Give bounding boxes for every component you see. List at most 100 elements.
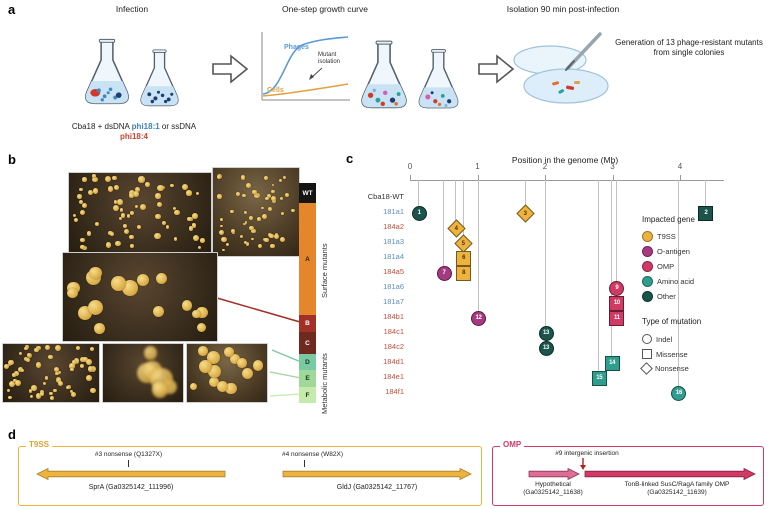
legend-item-omp: OMP bbox=[642, 261, 674, 272]
colony-dot bbox=[278, 178, 282, 182]
colony-dot bbox=[130, 244, 134, 248]
legend-item-t9ss: T9SS bbox=[642, 231, 676, 242]
mutant-isolation-annotation: Mutant isolation bbox=[318, 52, 341, 65]
colony-dot bbox=[188, 226, 194, 231]
colony-dot bbox=[73, 217, 78, 222]
colony-dot bbox=[79, 187, 83, 192]
colony-dot bbox=[49, 391, 53, 396]
colony-dot bbox=[132, 190, 139, 197]
mutation-marker-15: 15 bbox=[591, 370, 607, 386]
panel-d-letter: d bbox=[8, 427, 16, 442]
missense-shape-icon bbox=[642, 349, 652, 359]
colony-dot bbox=[92, 188, 98, 194]
mutation-marker-9: 9 bbox=[609, 280, 625, 296]
colony-dot bbox=[224, 347, 234, 357]
colony-dot bbox=[92, 174, 96, 178]
flask-icon bbox=[356, 36, 412, 118]
phage2-name: phi18:4 bbox=[119, 132, 148, 142]
colony-dot bbox=[258, 244, 263, 249]
colony-dot bbox=[240, 234, 244, 238]
legend-item-indel: Indel bbox=[642, 334, 672, 344]
workflow-arrow-icon bbox=[210, 52, 250, 91]
tonb-gene-id: (Ga0325142_11639) bbox=[647, 489, 707, 497]
mutation-marker-11: 11 bbox=[609, 310, 625, 326]
axis-tick-label: 0 bbox=[407, 162, 413, 171]
colony-dot bbox=[120, 213, 126, 218]
colony-dot bbox=[198, 360, 212, 373]
colony-dot bbox=[126, 214, 131, 218]
colony-dot bbox=[136, 225, 142, 230]
mutation4-tick bbox=[304, 460, 305, 467]
colony-dot bbox=[219, 218, 223, 221]
colony-dot bbox=[105, 242, 112, 248]
colony-dot bbox=[134, 204, 139, 208]
lollipop-stem bbox=[545, 180, 546, 347]
mutant-row-label: 184e1 bbox=[383, 372, 404, 381]
colony-dot bbox=[172, 207, 176, 211]
colony-dot bbox=[249, 216, 253, 221]
colony-dot bbox=[191, 223, 197, 228]
colony-dot bbox=[143, 346, 157, 360]
flask-icon bbox=[136, 46, 183, 114]
mutation3-annotation: #3 nonsense (Q1327X) bbox=[94, 451, 163, 458]
petri-dish-icon bbox=[508, 32, 616, 121]
colony-dot bbox=[225, 382, 237, 395]
colony-dot bbox=[111, 276, 126, 291]
colony-dot bbox=[251, 229, 256, 234]
colony-dot bbox=[279, 196, 284, 201]
colony-dot bbox=[35, 393, 42, 399]
colony-dot bbox=[285, 193, 290, 198]
flask-caption-text-1: Cba18 + dsDNA bbox=[71, 122, 132, 131]
colony-dot bbox=[69, 390, 74, 394]
mutation-marker-16: 16 bbox=[671, 385, 687, 401]
colony-dot bbox=[265, 196, 269, 200]
colony-dot bbox=[254, 192, 260, 198]
colony-dot bbox=[200, 238, 205, 243]
colony-dot bbox=[76, 346, 81, 351]
colony-dot bbox=[85, 358, 92, 365]
mutant-row-label: 184a2 bbox=[383, 222, 404, 231]
mutant-row-label: 184a5 bbox=[383, 267, 404, 276]
colony-dot bbox=[219, 229, 225, 236]
colony-dot bbox=[128, 234, 134, 240]
colony-dot bbox=[21, 368, 25, 373]
mutation-marker-13: 13 bbox=[538, 325, 554, 341]
gldj-gene-arrow bbox=[282, 467, 472, 485]
colony-dot bbox=[245, 242, 250, 246]
colony-dot bbox=[151, 381, 169, 398]
colony-dot bbox=[174, 209, 180, 216]
colony-dot bbox=[192, 310, 201, 319]
panel-d-gene-maps: T9SS #3 nonsense (Q1327X) SprA (Ga032514… bbox=[0, 428, 768, 509]
colony-dot bbox=[138, 176, 145, 183]
mutation-marker-10: 10 bbox=[609, 295, 625, 311]
lollipop-stem bbox=[704, 180, 706, 212]
colony-dot bbox=[7, 395, 12, 400]
colony-dot bbox=[193, 234, 200, 242]
colorbar-segment-E: E bbox=[299, 370, 316, 387]
hypothetical-gene-name: Hypothetical bbox=[535, 481, 571, 488]
other-color-swatch bbox=[642, 291, 653, 302]
colony-dot bbox=[266, 193, 272, 198]
colony-dot bbox=[198, 346, 208, 356]
lollipop-stem bbox=[615, 180, 617, 317]
colony-dot bbox=[90, 347, 95, 352]
colony-dot bbox=[39, 391, 44, 397]
colony-dot bbox=[105, 175, 112, 182]
mutant-row-label: 181a6 bbox=[383, 282, 404, 291]
colony-dot bbox=[34, 347, 39, 353]
colony-dot bbox=[55, 371, 60, 376]
colorbar-segment-C: C bbox=[299, 332, 316, 354]
colony-dot bbox=[88, 190, 94, 196]
colony-dot bbox=[78, 199, 84, 205]
axis-tick-label: 3 bbox=[610, 162, 615, 171]
mutant-row-label: 184f1 bbox=[385, 387, 404, 396]
legend-item-amino: Amino acid bbox=[642, 276, 694, 287]
colony-photo bbox=[186, 343, 268, 403]
flask-icon bbox=[80, 34, 134, 114]
mutation9-annotation: #9 intergenic insertion bbox=[555, 450, 619, 457]
colony-dot bbox=[18, 352, 23, 356]
hypothetical-gene-label: Hypothetical (Ga0325142_11638) bbox=[500, 481, 606, 497]
colony-dot bbox=[8, 359, 14, 366]
